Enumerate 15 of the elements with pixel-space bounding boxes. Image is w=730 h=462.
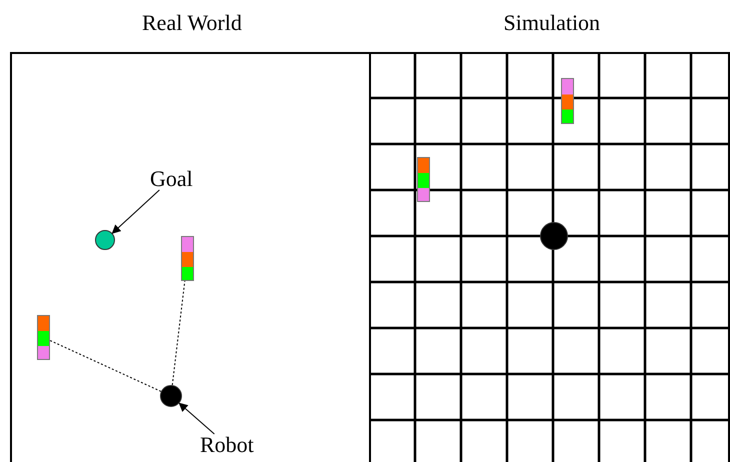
arrow xyxy=(178,402,215,434)
robot-label: Robot xyxy=(200,434,254,456)
landmark-marker xyxy=(181,236,194,281)
dotted-line xyxy=(172,280,186,386)
panel-heading: Simulation xyxy=(504,12,600,34)
goal-label: Goal xyxy=(150,168,193,190)
goal-marker xyxy=(95,230,115,250)
robot-marker xyxy=(540,222,568,250)
landmark-marker xyxy=(37,315,50,360)
landmark-marker xyxy=(561,78,574,124)
robot-marker xyxy=(160,385,182,407)
arrow xyxy=(112,190,160,234)
dotted-line xyxy=(50,340,162,392)
landmark-marker xyxy=(417,157,430,202)
panel-heading: Real World xyxy=(142,12,242,34)
